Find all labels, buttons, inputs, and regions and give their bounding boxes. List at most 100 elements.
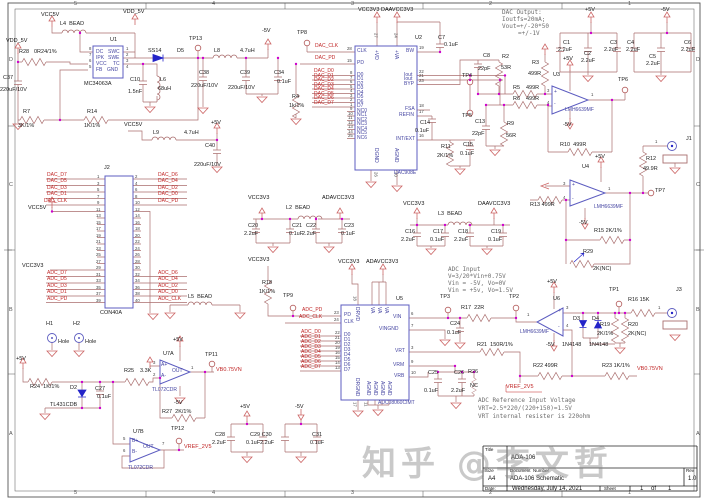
label-220uf-10v-56: 220uF/10V: [191, 83, 218, 89]
label-499r-166: 499R: [526, 96, 540, 102]
label-0-1uf-440: 0.1uF: [424, 388, 439, 394]
label-va-397: VA: [369, 307, 375, 314]
label-13-266: 13: [96, 213, 101, 218]
label-1-95: 1: [350, 101, 353, 107]
label--va-135: +VA: [393, 50, 399, 60]
label-2k-nc--433: 2K(NC): [628, 331, 647, 337]
label--5v-420: +5V: [547, 279, 557, 285]
label-c20-217: C20: [248, 223, 259, 229]
label-refin-130: REFIN: [399, 112, 414, 118]
label-36-297: 36: [135, 284, 140, 290]
label-r28-22: R28: [19, 49, 30, 55]
label-d2-307: D2: [70, 385, 78, 391]
label-0-1uf-231: 0.1uF: [430, 237, 445, 243]
label-vcc-28: VCC: [96, 60, 107, 67]
label-d5-110: D5: [357, 94, 364, 100]
label-a-17: A: [696, 431, 700, 437]
label-b--332: B-: [132, 449, 137, 455]
label-0-1uf2-2uf-340: 0.1uF2.2uF: [246, 440, 275, 446]
label-1-197: 1: [655, 139, 658, 144]
label-vcc5v-238: VCC5V: [28, 205, 47, 211]
label---206: -: [572, 196, 574, 202]
label-39-279: 39: [96, 297, 101, 303]
label-nc3-116: NC3: [357, 121, 368, 127]
label-4-7uh-58: 4.7uH: [240, 48, 255, 54]
label-0-1uf-343: 0.1uF: [310, 440, 325, 446]
label-3-93: 3: [350, 92, 353, 98]
label--5v-421: -5V: [546, 342, 555, 348]
label-21-369: 21: [335, 335, 340, 340]
label-dac-output--153: DAC Output:: [502, 9, 542, 16]
label-24-291: 24: [135, 245, 140, 251]
label-u6-414: U6: [553, 296, 561, 302]
label-2-2uf-191: 2.2uF: [626, 47, 641, 53]
label-adc-d2-257: ADC_D2: [158, 282, 178, 289]
label-c16-228: C16: [405, 229, 416, 235]
label-iout-124: Iout: [404, 76, 413, 82]
label-dac-d1-81: DAC_D1: [314, 72, 334, 79]
label-c28-337: C28: [215, 432, 226, 438]
label-l8-57: L8: [214, 48, 221, 54]
label-4-7uh-68: 4.7uH: [184, 130, 199, 136]
label-d6-384: D6: [344, 362, 351, 368]
label-28-293: 28: [135, 258, 140, 264]
label-b-12: B: [9, 307, 13, 313]
label-20-141: 20: [393, 172, 399, 177]
d4-1n4148-icon: [593, 320, 603, 329]
label-d-14: D: [696, 57, 700, 63]
h1-hole-icon: [47, 333, 57, 343]
label-dac-d5-241: DAC_D5: [47, 178, 67, 184]
label-7-263: 7: [97, 193, 100, 199]
label-18-129: 18: [419, 103, 424, 108]
label-c19-234: C19: [491, 229, 502, 235]
label-vout-20-50-155: Vout=+/-20*50: [502, 23, 549, 30]
label-32-295: 32: [135, 271, 140, 277]
label-adc-input-350: ADC Input: [448, 266, 481, 273]
label-tp5-146: TP5: [462, 113, 473, 119]
label--5v-182: +5V: [585, 7, 595, 13]
label-6-36: 6: [89, 58, 92, 63]
label-tp8-72: TP8: [297, 30, 308, 36]
label-3-40: 3: [126, 58, 129, 63]
label-adc-pd-254: ADC_PD: [47, 295, 68, 302]
label-5-328: 5: [123, 436, 126, 441]
label-0-1uf-310: 0.1uF: [97, 394, 112, 400]
label-4-170: 4: [547, 100, 550, 105]
label-vdd-5v-21: VDD_5V: [6, 38, 28, 44]
label-9-264: 9: [97, 200, 100, 205]
zhihu-watermark: 知乎 @李文哲: [362, 444, 613, 484]
label-d4-423: D4: [592, 316, 600, 322]
label-swc-30: SWC: [108, 48, 120, 55]
label-c-11: C: [9, 182, 13, 188]
label-r12-198: R12: [646, 156, 657, 162]
label-10-395: 10: [411, 370, 416, 375]
label-u1-24: U1: [110, 37, 118, 43]
label-adavcc3v3-216: ADAVCC3V3: [322, 195, 355, 201]
title-block-lines: [482, 445, 698, 492]
label-21-125: 21: [419, 73, 424, 78]
label-int-ext-132: INT/EXT: [396, 136, 416, 142]
connectors-holes: [47, 141, 688, 343]
label-2k-1--150: 2K/1%: [437, 153, 454, 159]
label-r22-499r-435: R22 499R: [533, 363, 558, 369]
label-37-278: 37: [96, 291, 101, 296]
label-dac-clk-76: DAC_CLK: [315, 43, 339, 49]
label--5v-209: -5V: [579, 220, 588, 226]
label-d4-382: D4: [344, 352, 351, 358]
label-u7b-326: U7B: [133, 429, 144, 435]
label-adc-clk-358: ADC_CLK: [299, 314, 323, 320]
label-d7-385: D7: [344, 367, 351, 373]
label-220uf-10v-71: 220uF/10V: [194, 162, 221, 168]
label-c23-223: C23: [344, 223, 355, 229]
label-r5-163: R5: [513, 85, 521, 91]
label-1k-1--346: 1K/1%: [259, 289, 276, 295]
label-5-37: 5: [89, 64, 92, 69]
label-lmh6639mf-168: LMH6639MF: [565, 107, 594, 113]
label-68uh-51: 68uH: [158, 86, 172, 92]
label-dac-d4-84: DAC_D4: [314, 86, 334, 92]
label-12-285: 12: [135, 206, 140, 212]
label-c17-230: C17: [433, 229, 444, 235]
label-499r-164: 499R: [526, 85, 540, 91]
label-c40-70: C40: [205, 143, 216, 149]
